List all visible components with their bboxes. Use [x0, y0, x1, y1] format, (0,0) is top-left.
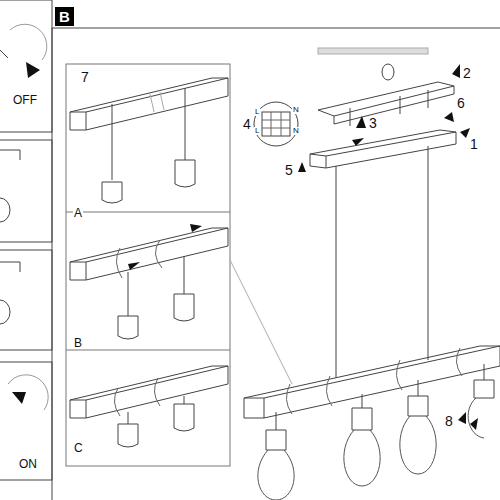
callout-number: 3 [368, 116, 378, 130]
beam-clip [114, 378, 160, 416]
arrow-head [298, 162, 306, 172]
ceiling [318, 48, 428, 54]
switch-panel [0, 362, 52, 480]
divider [66, 212, 230, 213]
bulb-partial [0, 262, 20, 324]
hook [382, 64, 394, 80]
arrow-head [26, 62, 40, 78]
pendant-cable [128, 256, 184, 316]
beam [244, 346, 500, 418]
panel-letter: B [59, 9, 70, 24]
mounting-plate [318, 82, 454, 124]
callout-number: 6 [456, 96, 466, 110]
arrow-head [190, 224, 202, 232]
beam [70, 78, 228, 130]
lamp-socket [266, 380, 494, 450]
step-panel [0, 140, 52, 242]
pin-name: L [254, 127, 260, 135]
pin-name: N [292, 127, 300, 135]
callout-number: 2 [462, 66, 472, 80]
inset-panel [66, 64, 230, 466]
beam-clip [286, 348, 462, 414]
arrow-head [128, 262, 140, 270]
switch-state: ON [18, 458, 38, 470]
pendant-cable [128, 396, 184, 424]
pin-name: N [292, 106, 300, 114]
suspension-cable [336, 146, 428, 378]
step-number: 7 [80, 70, 90, 84]
beam-clip [116, 240, 162, 278]
switch-panel [0, 0, 52, 132]
arrow-head [458, 412, 466, 424]
zoom-line [230, 260, 292, 384]
terminal-grid [262, 112, 290, 136]
callout-number: 5 [284, 163, 294, 177]
variant-letter: C [73, 442, 84, 454]
step-panel [0, 250, 52, 350]
beam-ring [150, 92, 164, 112]
arrow-head [452, 64, 460, 78]
lamp-socket [118, 294, 194, 339]
rotation-arc [8, 375, 48, 410]
switch-state: OFF [12, 94, 38, 106]
arrow-head [444, 112, 454, 122]
terminal-block [262, 112, 290, 136]
callout-number: 1 [469, 137, 479, 151]
frame [52, 28, 500, 500]
rotation-arc [10, 24, 47, 60]
canopy-bar [310, 130, 456, 168]
variant-letter: A [73, 207, 83, 219]
callout-number: 4 [242, 117, 252, 131]
panel-badge: B [55, 7, 74, 26]
divider [66, 350, 230, 351]
beam [70, 366, 228, 418]
callout-number: 8 [444, 414, 454, 428]
lamp-socket [118, 404, 194, 447]
arrow-head [470, 418, 478, 430]
lamp-socket [102, 160, 195, 203]
pin-name: L [254, 108, 260, 116]
knob-line [0, 50, 8, 58]
arrow-head [12, 392, 26, 404]
arrow-head [356, 116, 366, 128]
bulb [258, 398, 484, 500]
bulb-partial [0, 150, 20, 222]
variant-letter: B [73, 337, 83, 349]
beam [70, 228, 228, 280]
pendant-cable [112, 88, 185, 180]
pendant-cable [276, 364, 484, 430]
